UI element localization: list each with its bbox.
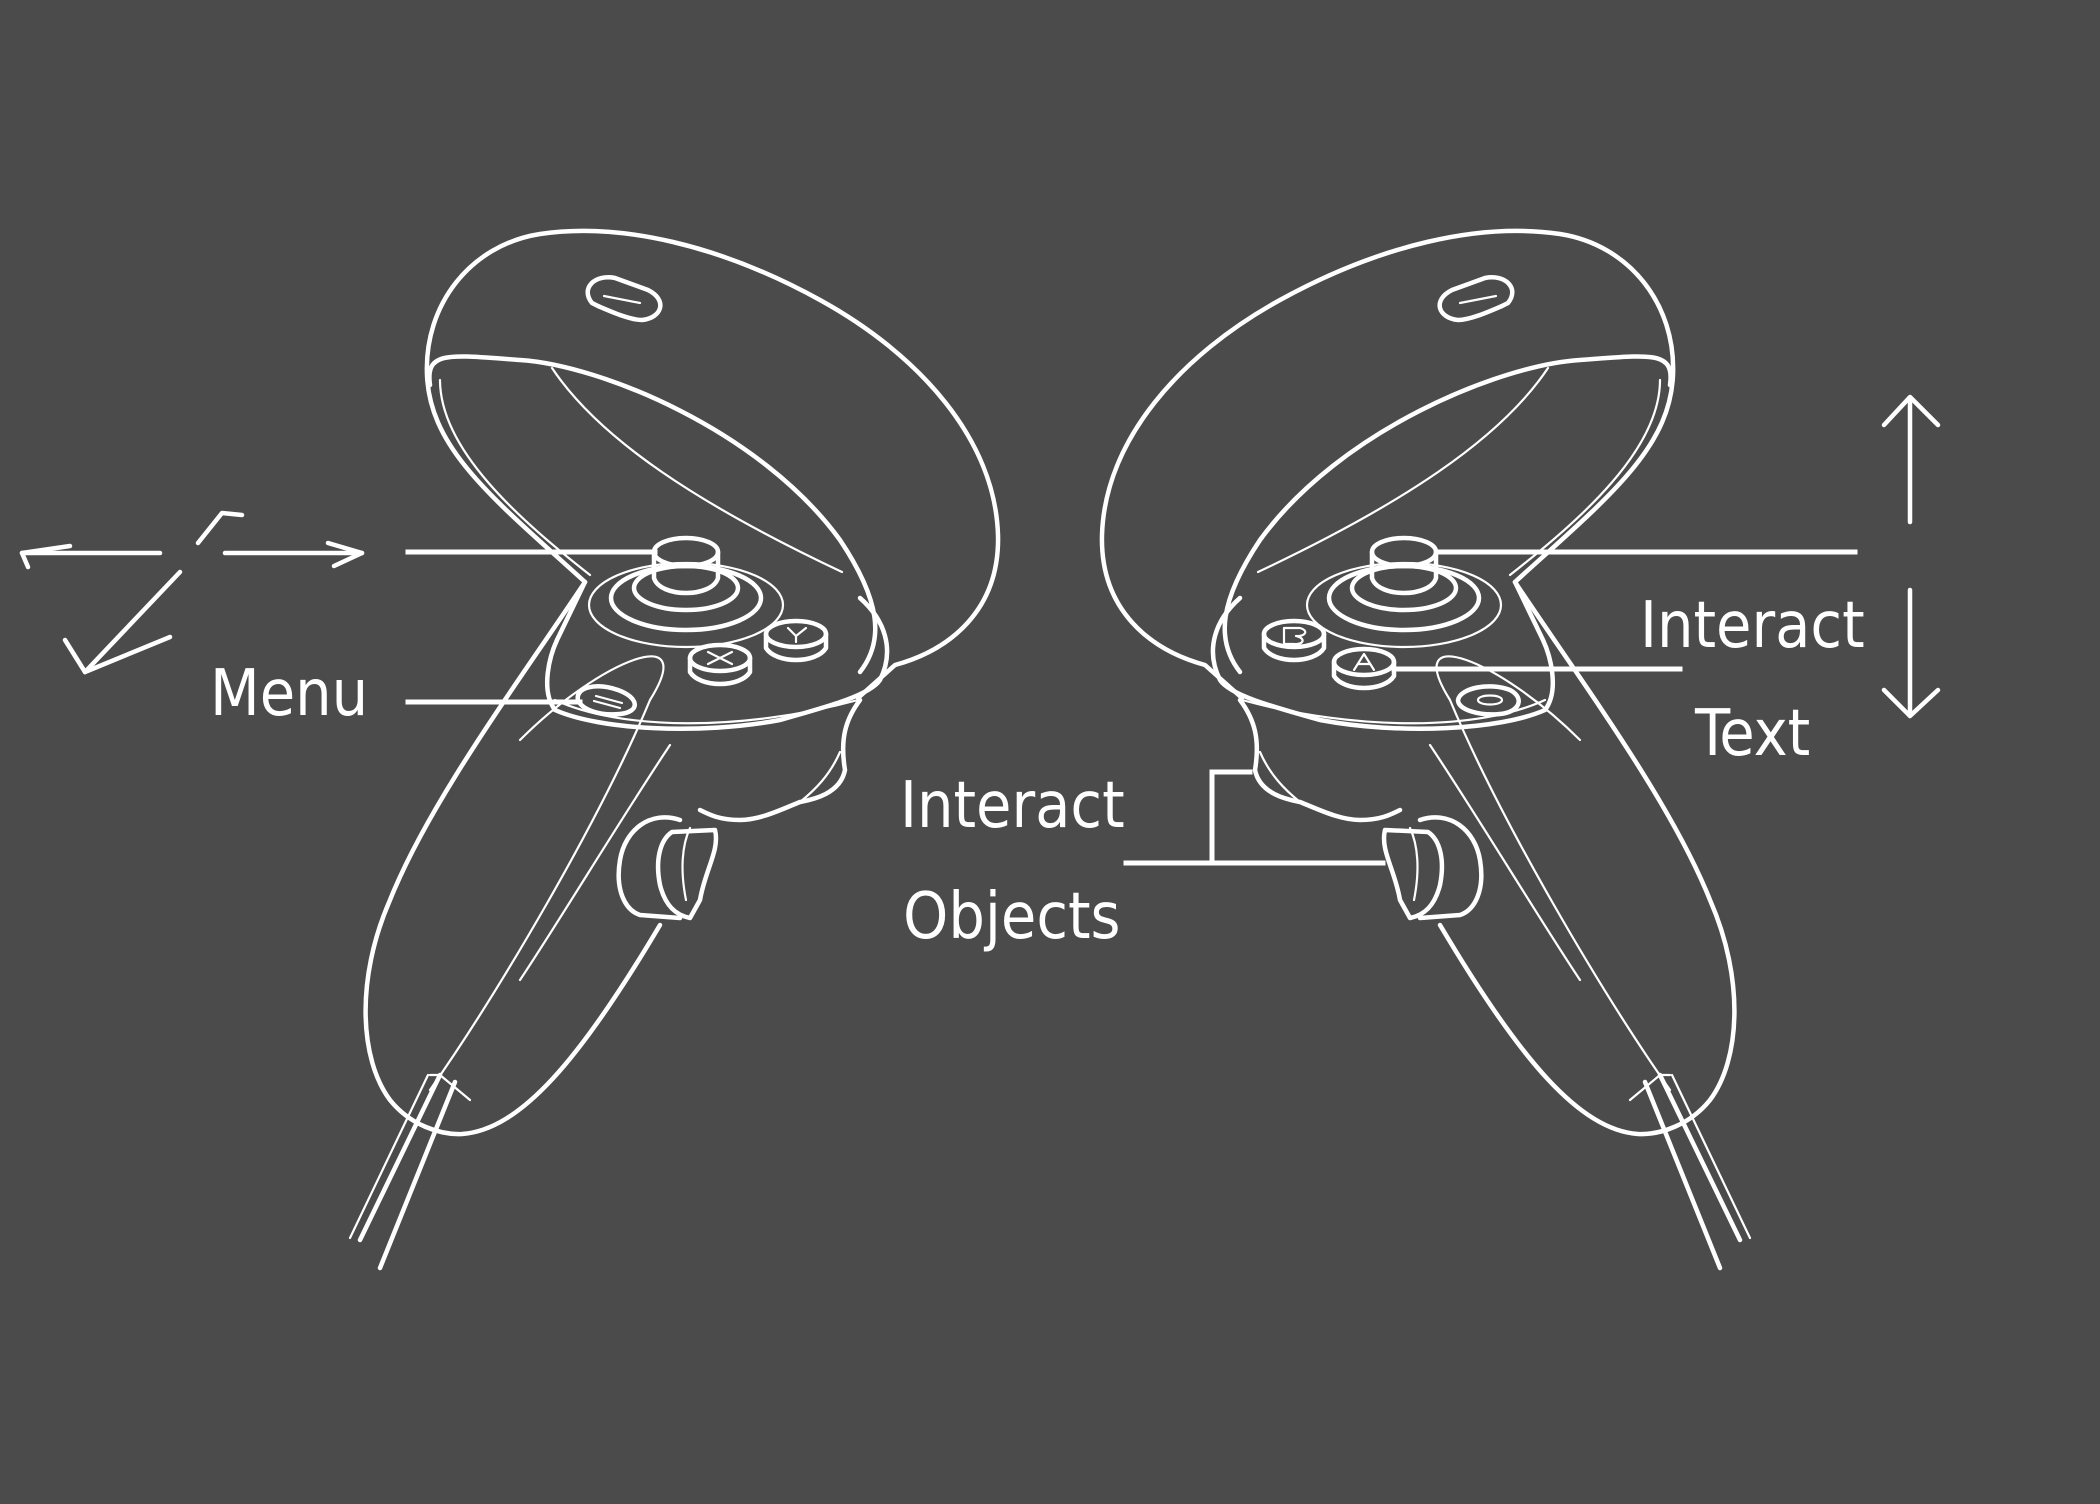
grip-bracket — [1209, 769, 1253, 866]
right-controller — [1099, 228, 1752, 1271]
arrow-up-icon — [1881, 394, 1941, 525]
interact-objects-label-line2: Objects — [903, 880, 1121, 954]
interact-objects-label-line1: Interact — [900, 769, 1125, 843]
arrow-down-icon — [1881, 587, 1941, 719]
arrow-left-right-diagonal-icon — [19, 510, 365, 675]
leader-lines — [405, 549, 1858, 866]
interact-text-label-line2: Text — [1694, 697, 1810, 771]
interact-text-label-line1: Interact — [1640, 589, 1865, 663]
left-controller — [348, 228, 1001, 1271]
menu-label: Menu — [210, 657, 368, 731]
